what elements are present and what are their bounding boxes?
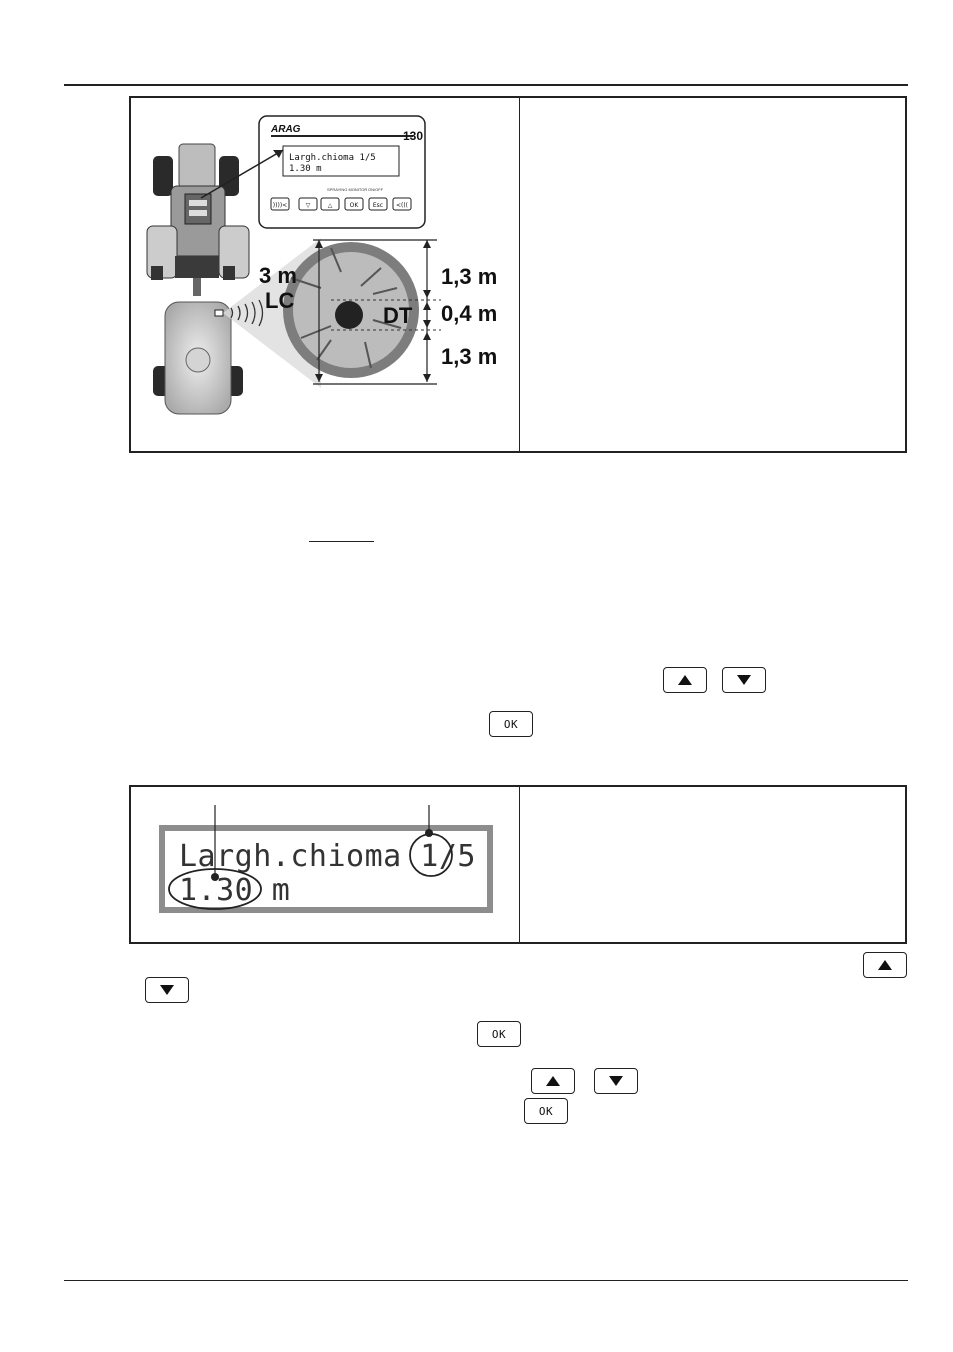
panel-divider <box>519 787 520 942</box>
top-height: 1,3 m <box>441 264 498 289</box>
ok-key-label: OK <box>503 717 519 731</box>
down-key-button <box>145 977 189 1003</box>
monitor-keys-label: SPRAYING MONITOR <box>327 187 367 192</box>
monitor-key-3: △ <box>328 202 333 209</box>
header-rule <box>64 84 908 86</box>
lcd-callouts <box>168 805 453 910</box>
up-arrow-icon <box>546 1076 560 1086</box>
figure-panel-2: Largh.chioma 1/5 1.30 m <box>129 785 907 944</box>
monitor-key-2: ▽ <box>306 202 311 209</box>
lc-value: 3 m <box>259 263 297 288</box>
down-arrow-icon <box>160 985 174 995</box>
monitor-lcd-line1: Largh.chioma 1/5 <box>289 153 376 163</box>
bottom-height: 1,3 m <box>441 344 498 369</box>
up-arrow-icon <box>678 675 692 685</box>
monitor-onoff-label: ON/OFF <box>368 187 384 192</box>
down-arrow-icon <box>609 1076 623 1086</box>
ok-key-label: OK <box>491 1027 507 1041</box>
monitor-brand: ARAG <box>270 124 301 135</box>
monitor-lcd-line2: 1.30 m <box>289 164 322 174</box>
lcd-line-2: 1.30 m <box>179 873 291 908</box>
sprayer-icon <box>153 301 243 415</box>
monitor-key-6: <((( <box>396 202 408 209</box>
underline-mark <box>309 541 374 542</box>
ok-key-button: OK <box>524 1098 568 1124</box>
down-arrow-icon <box>737 675 751 685</box>
tree-crown-icon <box>283 242 419 378</box>
dt-label: DT <box>383 303 413 328</box>
monitor-key-5: Esc <box>373 202 383 209</box>
panel-divider <box>519 98 520 451</box>
down-key-button <box>594 1068 638 1094</box>
monitor-key-4: OK <box>350 202 360 209</box>
crown-width-illustration: ARAG 130 Largh.chioma 1/5 1.30 m SPRAYIN… <box>146 115 441 415</box>
up-arrow-icon <box>878 960 892 970</box>
mid-height: 0,4 m <box>441 301 498 326</box>
monitor-key-1: ))))< <box>273 202 287 209</box>
ok-key-button: OK <box>477 1021 521 1047</box>
up-key-button <box>531 1068 575 1094</box>
ok-key-button: OK <box>489 711 533 737</box>
monitor-device-icon: ARAG 130 Largh.chioma 1/5 1.30 m SPRAYIN… <box>258 115 426 229</box>
ok-key-label: OK <box>538 1104 554 1118</box>
figure-panel-1: ARAG 130 Largh.chioma 1/5 1.30 m SPRAYIN… <box>129 96 907 453</box>
down-key-button <box>722 667 766 693</box>
up-key-button <box>663 667 707 693</box>
footer-rule <box>64 1280 908 1281</box>
tractor-icon <box>146 143 250 296</box>
lc-label: LC <box>265 288 295 313</box>
monitor-model: 130 <box>403 129 423 143</box>
up-key-button <box>863 952 907 978</box>
